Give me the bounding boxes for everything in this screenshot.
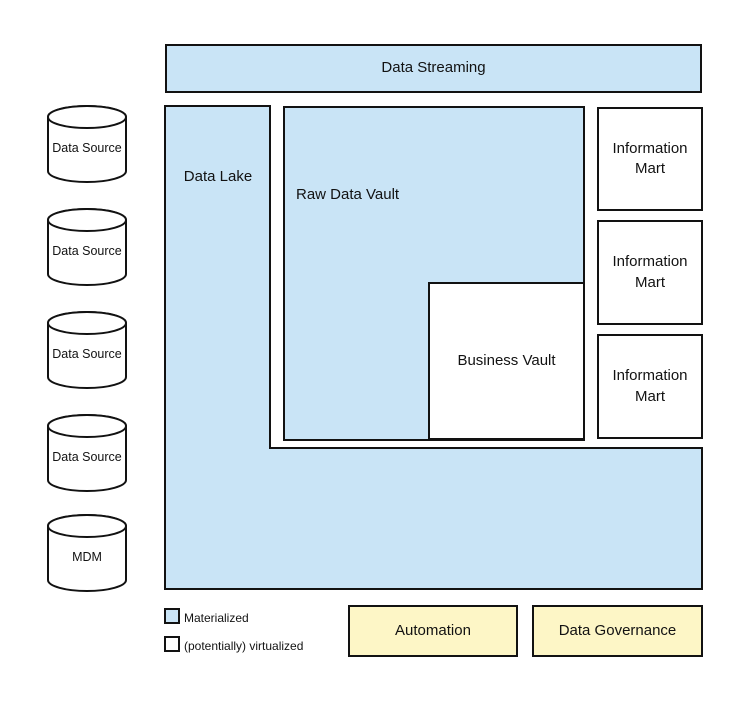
node-data-governance-label: Data Governance [558,621,677,639]
node-information-mart-1: Information Mart [597,107,703,211]
node-data-streaming: Data Streaming [165,44,702,93]
cylinder-icon [47,208,127,286]
node-data-source-1-label: Data Source [52,141,122,155]
node-information-mart-3: Information Mart [597,334,703,439]
legend-materialized-label: Materialized [184,611,249,625]
node-data-governance: Data Governance [532,605,703,657]
node-information-mart-3-label: Information Mart [612,367,688,405]
node-information-mart-1-label: Information Mart [612,139,688,177]
legend-virtualized-swatch [164,636,180,652]
node-business-vault: Business Vault [428,282,585,440]
node-data-lake-label: Data Lake [183,168,253,185]
node-data-source-4: Data Source [47,414,127,492]
node-data-source-3: Data Source [47,311,127,389]
node-mdm-label: MDM [72,550,102,564]
node-data-lake-shape [164,105,703,590]
legend-virtualized-label: (potentially) virtualized [184,639,304,653]
node-data-source-4-label: Data Source [52,450,122,464]
node-raw-data-vault-label: Raw Data Vault [296,186,400,203]
node-automation: Automation [348,605,518,657]
data-lake-l-shape [164,105,703,590]
legend-materialized-swatch [164,608,180,624]
node-information-mart-2: Information Mart [597,220,703,325]
node-business-vault-label: Business Vault [457,351,556,369]
cylinder-icon [47,514,127,592]
node-data-source-3-label: Data Source [52,347,122,361]
node-data-source-2: Data Source [47,208,127,286]
node-information-mart-2-label: Information Mart [612,253,688,291]
cylinder-icon [47,311,127,389]
cylinder-icon [47,105,127,183]
node-data-source-2-label: Data Source [52,244,122,258]
cylinder-icon [47,414,127,492]
node-data-source-1: Data Source [47,105,127,183]
node-mdm: MDM [47,514,127,592]
node-automation-label: Automation [395,621,471,639]
node-data-streaming-label: Data Streaming [381,59,486,77]
